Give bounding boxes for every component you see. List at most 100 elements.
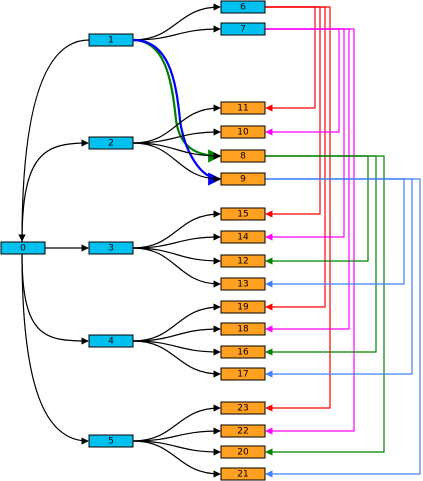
node-0-box [0,241,46,255]
edge-4-to-18 [132,325,221,342]
node-23[interactable]: 23 [220,401,266,415]
edge-2-to-8 [132,142,221,160]
edge-9-to-13 [265,178,405,288]
node-1[interactable]: 1 [88,33,134,47]
edge-5-to-21 [132,440,221,478]
edge-3-to-12 [132,247,221,265]
node-6-label: 6 [240,3,246,13]
node-17-label: 17 [237,370,248,380]
node-19-box [220,300,266,314]
node-10-label: 10 [237,128,249,138]
node-1-box [88,33,134,47]
node-11[interactable]: 11 [220,101,266,115]
node-13[interactable]: 13 [220,277,266,291]
node-4[interactable]: 4 [88,334,134,348]
node-7[interactable]: 7 [220,22,266,36]
node-22-label: 22 [237,427,248,437]
node-21-box [220,467,266,481]
edge-7-to-14 [265,28,345,241]
edge-8-to-12 [265,155,369,265]
edge-3-to-15 [132,210,221,249]
edge-8-to-20 [265,155,385,456]
edge-1-to-0 [18,39,90,242]
edge-6-to-19 [265,6,326,311]
edge-2-to-10 [132,128,221,144]
node-12[interactable]: 12 [220,254,266,268]
node-3-box [88,241,134,255]
node-21-label: 21 [237,470,248,480]
node-4-box [88,334,134,348]
node-7-label: 7 [240,25,246,35]
node-8[interactable]: 8 [220,149,266,163]
edge-6-to-11 [265,6,316,112]
node-5-box [88,434,134,448]
node-9-label: 9 [240,175,246,185]
node-19-label: 19 [237,303,249,313]
node-9-box [220,172,266,186]
node-11-label: 11 [237,104,248,114]
node-13-label: 13 [237,280,248,290]
node-2-label: 2 [108,139,114,149]
node-15-label: 15 [237,210,248,220]
node-18-label: 18 [237,325,249,335]
node-7-box [220,22,266,36]
node-8-label: 8 [240,152,246,162]
node-16-label: 16 [237,348,249,358]
edge-1-to-6 [132,3,221,41]
node-22[interactable]: 22 [220,424,266,438]
node-15-box [220,207,266,221]
node-21[interactable]: 21 [220,467,266,481]
node-3-label: 3 [108,244,114,254]
edges-layer [18,3,421,478]
node-16-box [220,345,266,359]
node-14[interactable]: 14 [220,230,266,244]
edge-5-to-20 [132,440,221,456]
node-23-label: 23 [237,404,248,414]
node-19[interactable]: 19 [220,300,266,314]
edge-4-to-17 [132,340,221,378]
edge-1-to-7 [132,25,221,41]
edge-9-to-17 [265,178,413,378]
edge-0-to-5 [21,253,89,445]
edge-2-to-11 [132,104,221,144]
node-12-box [220,254,266,268]
edge-5-to-23 [132,404,221,442]
node-2-box [88,136,134,150]
node-22-box [220,424,266,438]
node-10[interactable]: 10 [220,125,266,139]
node-17[interactable]: 17 [220,367,266,381]
node-6[interactable]: 6 [220,0,266,14]
edge-2-to-9 [132,142,221,183]
node-0-label: 0 [20,244,26,254]
node-6-box [220,0,266,14]
node-8-box [220,149,266,163]
node-20[interactable]: 20 [220,445,266,459]
node-16[interactable]: 16 [220,345,266,359]
node-0[interactable]: 0 [0,241,46,255]
edge-9-to-21 [265,178,421,478]
edge-6-to-23 [265,6,331,412]
node-9[interactable]: 9 [220,172,266,186]
node-13-box [220,277,266,291]
node-14-box [220,230,266,244]
node-18[interactable]: 18 [220,322,266,336]
edge-4-to-16 [132,340,221,356]
node-12-label: 12 [237,257,248,267]
node-15[interactable]: 15 [220,207,266,221]
edge-6-to-15 [265,6,321,218]
node-5-label: 5 [108,437,114,447]
node-14-label: 14 [237,233,249,243]
node-10-box [220,125,266,139]
edge-3-to-13 [132,247,221,288]
edge-3-to-14 [132,233,221,249]
edge-4-to-19 [132,303,221,342]
node-5[interactable]: 5 [88,434,134,448]
node-20-label: 20 [237,448,249,458]
node-18-box [220,322,266,336]
edge-1-to-9 [132,38,222,186]
node-3[interactable]: 3 [88,241,134,255]
node-2[interactable]: 2 [88,136,134,150]
edge-0-to-2 [21,139,89,243]
node-4-label: 4 [108,337,114,347]
